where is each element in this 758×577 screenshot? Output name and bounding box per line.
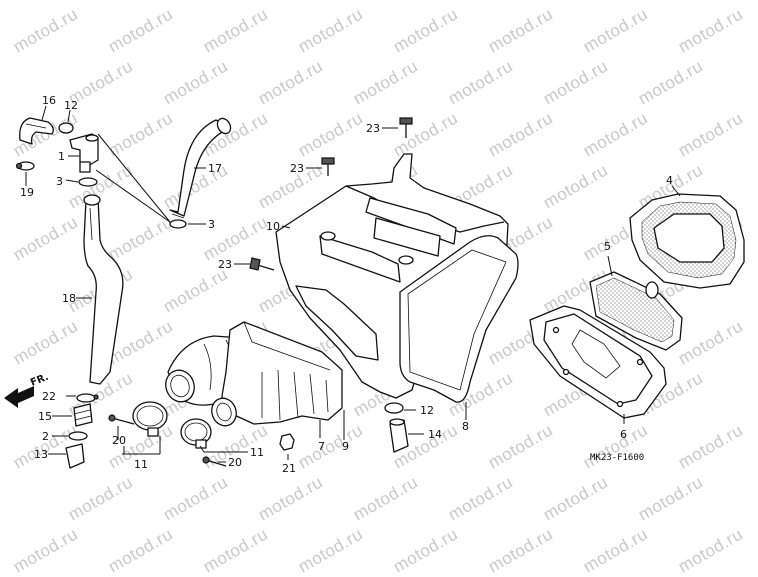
band-20-left bbox=[132, 401, 168, 437]
clip-2 bbox=[68, 431, 88, 441]
leader-lines bbox=[25, 105, 681, 463]
breather-tube-18 bbox=[83, 194, 124, 385]
callout-4: 4 bbox=[666, 174, 673, 187]
screw-20-right bbox=[202, 456, 227, 467]
callout-20-right: 20 bbox=[228, 456, 242, 469]
callout-21: 21 bbox=[282, 462, 296, 475]
callout-2: 2 bbox=[42, 430, 49, 443]
bolt-23-top bbox=[399, 117, 413, 138]
callout-10: 10 bbox=[266, 220, 280, 233]
callout-18: 18 bbox=[62, 292, 76, 305]
callout-12-bottom: 12 bbox=[420, 404, 434, 417]
front-direction-arrow bbox=[4, 386, 34, 408]
callout-3-right: 3 bbox=[208, 218, 215, 231]
connecting-tube-7 bbox=[211, 321, 343, 427]
clamp-22 bbox=[76, 393, 99, 403]
callout-13: 13 bbox=[34, 448, 48, 461]
callout-9: 9 bbox=[342, 440, 349, 453]
front-direction-label: FR. bbox=[29, 372, 50, 389]
case-seal-8 bbox=[399, 235, 519, 403]
callout-5: 5 bbox=[604, 240, 611, 253]
callout-6: 6 bbox=[620, 428, 627, 441]
drain-cap-14 bbox=[389, 418, 409, 453]
callout-19: 19 bbox=[20, 186, 34, 199]
callout-12-top: 12 bbox=[64, 99, 78, 112]
callout-8: 8 bbox=[462, 420, 469, 433]
callout-16: 16 bbox=[42, 94, 56, 107]
drain-plug-13 bbox=[65, 443, 85, 469]
callout-23-mid: 23 bbox=[290, 162, 304, 175]
band-20-right bbox=[180, 418, 212, 449]
callout-23-top: 23 bbox=[366, 122, 380, 135]
callout-20-left: 20 bbox=[112, 434, 126, 447]
callout-11-left: 11 bbox=[134, 458, 148, 471]
callout-1: 1 bbox=[58, 150, 65, 163]
bolt-23-mid bbox=[321, 157, 335, 176]
diagram-code: MK23-F1600 bbox=[590, 453, 644, 463]
clip-19 bbox=[15, 161, 35, 171]
clip-12-top bbox=[58, 122, 74, 134]
callout-11-right: 11 bbox=[250, 446, 264, 459]
clamp-3-right bbox=[169, 219, 187, 229]
breather-hose-16 bbox=[19, 117, 54, 145]
clamp-3-left bbox=[78, 177, 98, 187]
callout-22: 22 bbox=[42, 390, 56, 403]
callout-15: 15 bbox=[38, 410, 52, 423]
callout-14: 14 bbox=[428, 428, 442, 441]
callout-23-left: 23 bbox=[218, 258, 232, 271]
element-holder-5 bbox=[589, 271, 683, 351]
breather-hose-17 bbox=[169, 117, 232, 219]
clip-12-bottom bbox=[384, 402, 404, 414]
screw-20-left bbox=[108, 414, 135, 425]
cover-6 bbox=[529, 305, 667, 419]
callout-7: 7 bbox=[318, 440, 325, 453]
drain-joint-15 bbox=[73, 403, 93, 427]
callout-17: 17 bbox=[208, 162, 222, 175]
bolt-23-left bbox=[249, 257, 275, 271]
callout-3-left: 3 bbox=[56, 175, 63, 188]
breather-joint-1 bbox=[69, 133, 99, 173]
callout-labels: 16 12 1 19 3 17 3 18 22 15 2 13 20 11 20… bbox=[20, 94, 673, 475]
air-filter-element-4 bbox=[629, 193, 745, 289]
nut-21 bbox=[279, 433, 295, 451]
